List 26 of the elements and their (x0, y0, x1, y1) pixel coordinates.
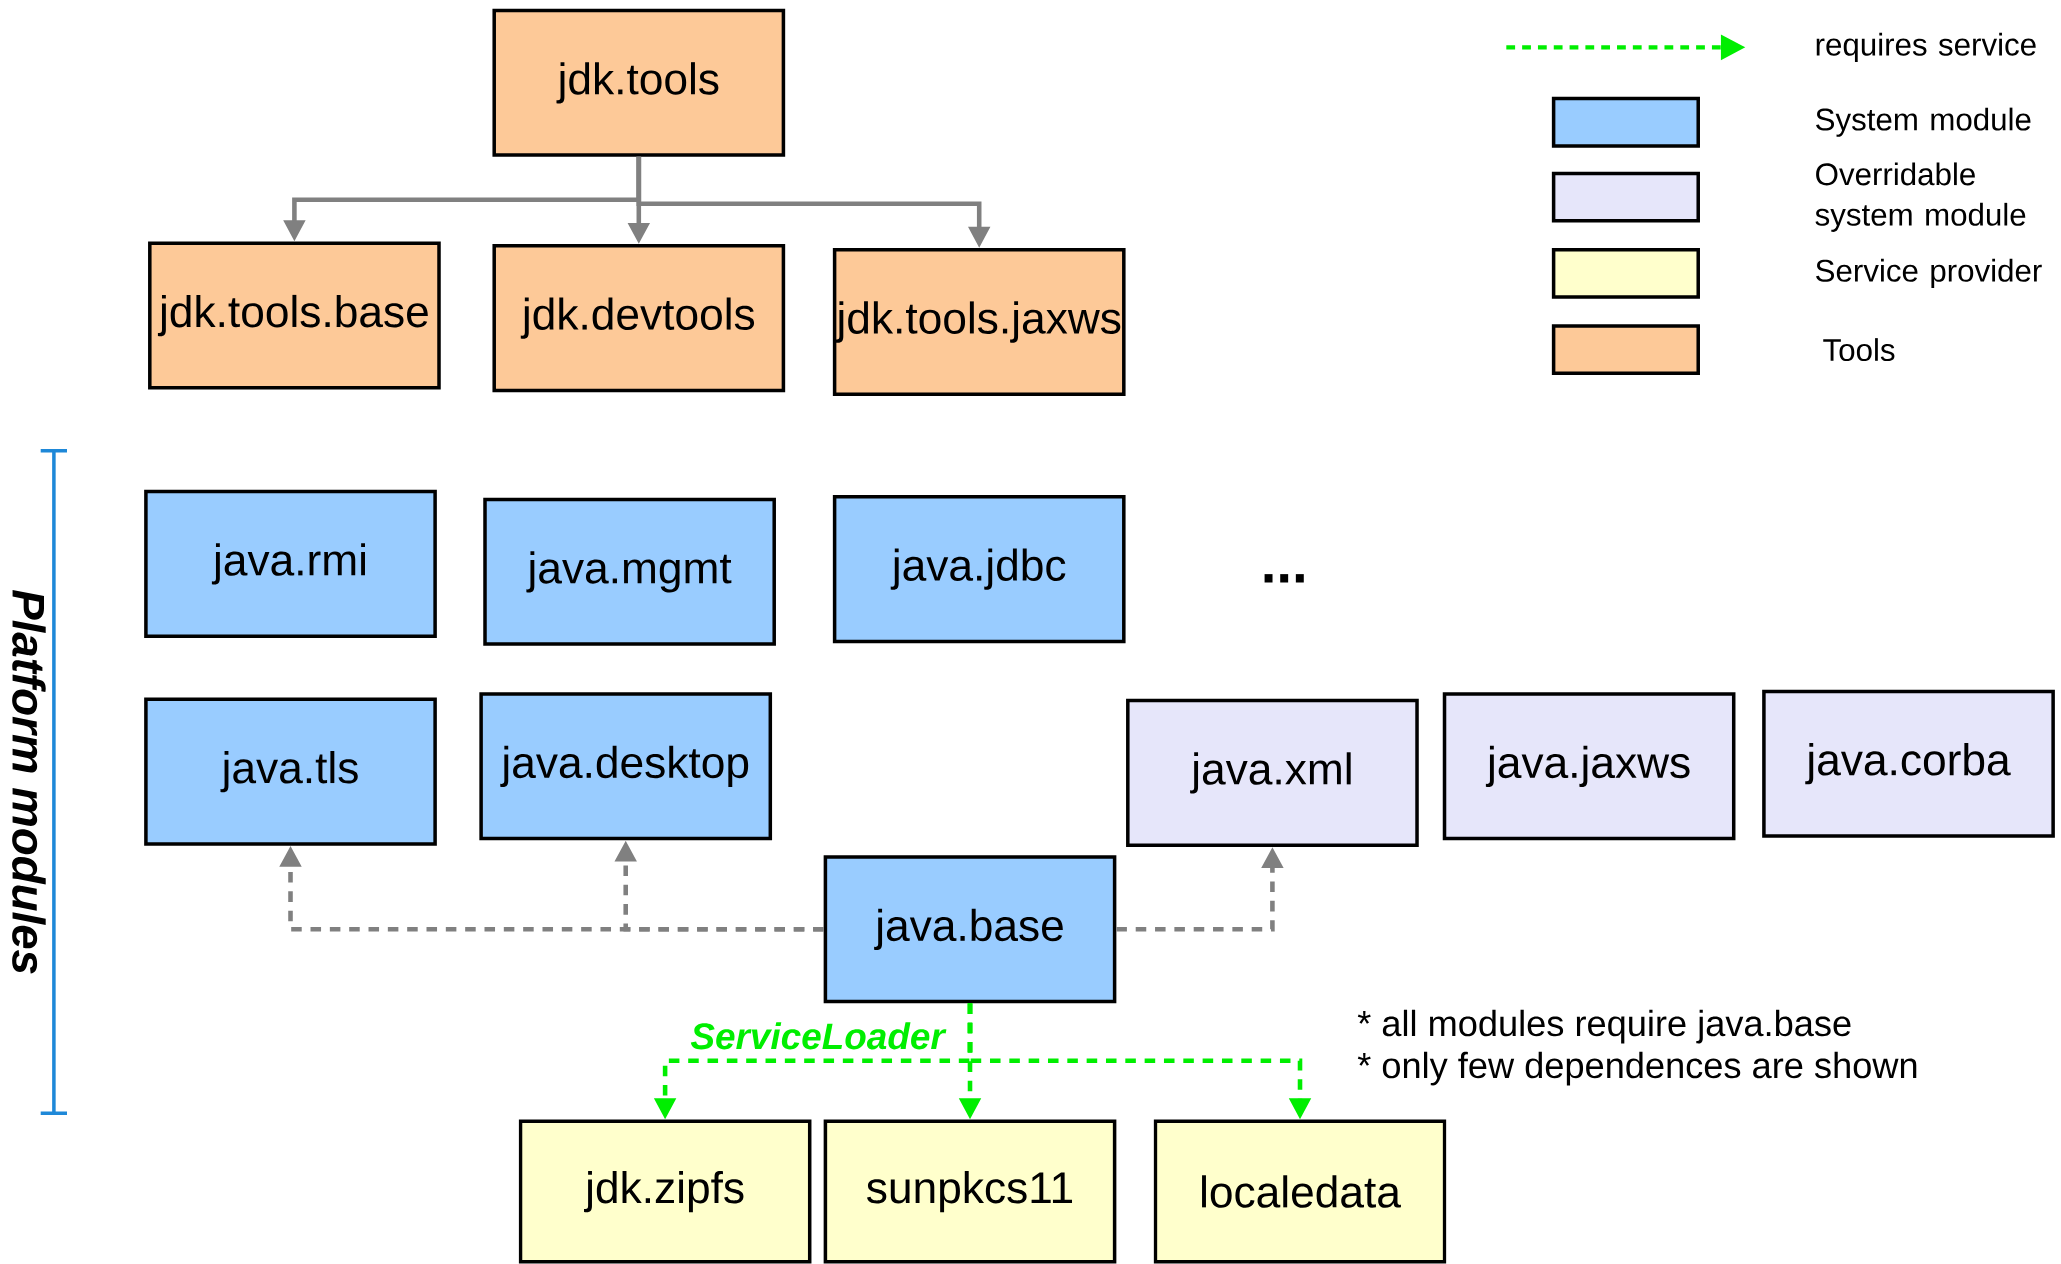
legend-label: requires service (1816, 32, 2036, 62)
legend-label: Service provider (1816, 258, 2042, 288)
note: * only few dependences are shown (1357, 1051, 1917, 1086)
module-box: java.corba (1762, 689, 2055, 838)
module-box: java.desktop (479, 692, 773, 841)
module-box: jdk.tools.base (148, 241, 441, 390)
module-box: java.rmi (144, 489, 437, 638)
module-box: sunpkcs11 (823, 1119, 1117, 1264)
module-box: jdk.zipfs (518, 1119, 812, 1264)
module-box: jdk.tools.jaxws (832, 247, 1126, 397)
edge-label: ServiceLoader (686, 1018, 949, 1053)
module-box: java.jaxws (1442, 692, 1736, 841)
legend-label: Overridable system module (1815, 162, 2026, 232)
module-box: java.jdbc (832, 495, 1126, 644)
module-box: java.xml (1126, 698, 1419, 847)
module-box: java.tls (144, 697, 437, 846)
legend-label: Tools (1823, 338, 1895, 362)
note: * all modules require java.base (1357, 1009, 1851, 1044)
section-label: Platform modules (12, 590, 46, 974)
module-box: localedata (1153, 1119, 1447, 1264)
module-box: java.mgmt (483, 497, 776, 646)
legend-label: System module (1816, 107, 2031, 137)
ellipsis: ... (1264, 574, 1304, 583)
module-box: jdk.tools (492, 8, 786, 157)
module-box: java.base (823, 855, 1117, 1004)
module-box: jdk.devtools (492, 244, 786, 393)
